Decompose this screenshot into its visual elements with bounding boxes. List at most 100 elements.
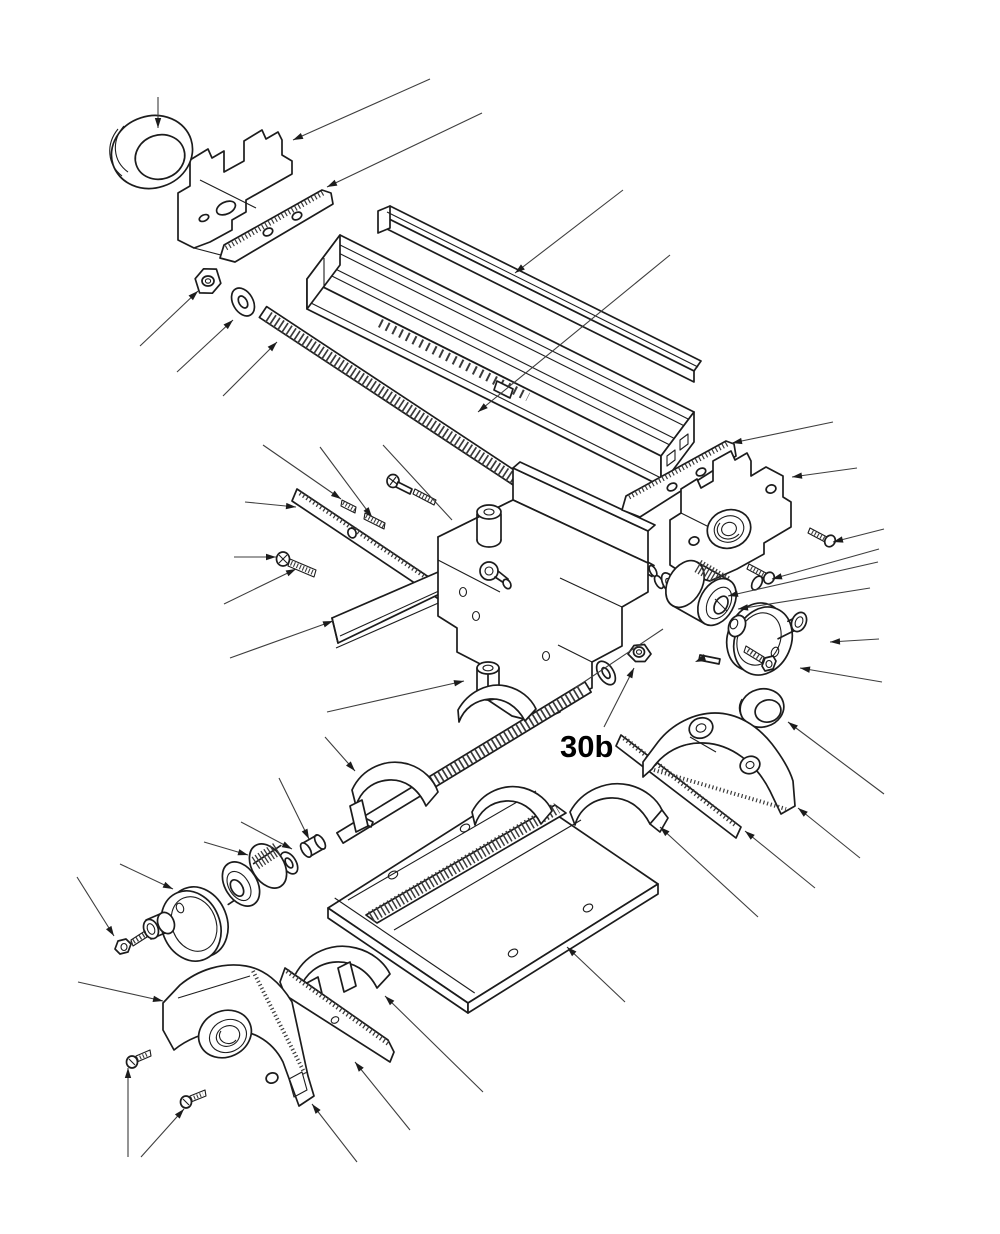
bracket-screws-left xyxy=(125,1049,207,1109)
leader-arrowhead xyxy=(738,604,749,611)
leader-line xyxy=(603,667,635,728)
leader-arrowhead xyxy=(223,320,233,330)
washer-30b xyxy=(595,660,617,686)
leader-line xyxy=(771,548,880,580)
leader-arrowhead xyxy=(285,502,296,510)
leader-arrowhead xyxy=(830,638,841,645)
end-bracket-left xyxy=(177,129,293,260)
leader-arrowhead xyxy=(237,849,248,856)
leader-line xyxy=(787,721,885,795)
wheel-cap-right xyxy=(738,687,785,729)
leader-arrowhead xyxy=(385,996,395,1006)
leader-line xyxy=(382,444,453,521)
leader-arrowhead xyxy=(355,1062,364,1072)
leader-arrowhead xyxy=(293,133,304,140)
leader-arrowhead xyxy=(800,666,811,673)
leader-line xyxy=(311,1103,358,1163)
support-bracket-right xyxy=(642,712,796,815)
leader-line xyxy=(659,826,759,918)
graduated-scale xyxy=(377,318,531,402)
end-bracket-right xyxy=(669,450,792,582)
gib-plate-right xyxy=(621,440,737,518)
leader-arrowhead xyxy=(798,808,808,817)
leader-arrowhead xyxy=(453,680,464,687)
leader-arrowhead xyxy=(478,403,488,412)
leader-line xyxy=(799,667,883,683)
leader-line xyxy=(354,1061,411,1131)
leader-line xyxy=(223,568,297,605)
base-slide-plate xyxy=(327,787,659,1014)
leader-line xyxy=(731,421,834,444)
washer-left xyxy=(230,287,256,317)
leader-arrowhead xyxy=(105,925,114,936)
leader-line xyxy=(140,1108,185,1158)
leader-line xyxy=(76,876,115,937)
leader-arrowhead xyxy=(792,472,803,479)
gib-plate-left xyxy=(219,189,334,263)
graduated-dial-left xyxy=(221,843,288,907)
nut-clamp xyxy=(349,761,439,833)
leader-arrowhead xyxy=(772,573,783,580)
leader-arrowhead xyxy=(154,118,162,128)
leader-line xyxy=(229,620,334,659)
slot-hole xyxy=(215,200,237,216)
ball-bearing xyxy=(197,1009,253,1059)
bracket-screws-right xyxy=(746,527,837,591)
leader-arrowhead xyxy=(728,590,739,597)
leader-line xyxy=(574,628,664,689)
t-slot-notch xyxy=(679,433,689,451)
leader-arrowhead xyxy=(266,553,276,561)
leader-lines xyxy=(76,78,885,1163)
nut-clamp xyxy=(471,785,553,826)
taper-pin xyxy=(695,654,721,665)
leader-arrowhead xyxy=(312,1104,321,1114)
leader-line xyxy=(319,446,373,518)
leader-arrowhead xyxy=(515,264,525,273)
handwheel-bolt-left xyxy=(114,930,148,955)
nut-clamp xyxy=(569,783,669,833)
leader-arrowhead xyxy=(363,507,372,517)
leader-line xyxy=(292,78,431,141)
leader-line xyxy=(514,189,624,274)
leader-line xyxy=(737,587,871,610)
leader-arrowhead xyxy=(567,947,577,957)
leader-line xyxy=(262,444,342,500)
saddle-arm xyxy=(331,565,453,649)
wheel-cap-left xyxy=(109,114,194,190)
key-slot xyxy=(288,1071,308,1098)
spacer-bushing-left xyxy=(299,834,327,858)
screw-head xyxy=(762,571,776,585)
handwheel-left xyxy=(114,886,229,962)
hex-nut-left xyxy=(194,267,222,295)
screw-head xyxy=(823,534,837,548)
saddle-set-screws xyxy=(275,473,437,578)
leader-arrowhead xyxy=(322,621,333,628)
leader-arrowhead xyxy=(745,831,755,840)
leadscrew-nut-30b xyxy=(627,643,652,663)
leader-line xyxy=(77,981,164,1002)
graduated-dial-right xyxy=(664,559,738,627)
square-bore xyxy=(229,878,245,898)
part-label-30b: 30b xyxy=(560,729,614,764)
leader-line xyxy=(278,777,310,840)
leader-arrowhead xyxy=(285,569,296,577)
leader-arrowhead xyxy=(345,761,355,771)
leader-arrowhead xyxy=(330,490,341,499)
nut-clamp xyxy=(457,684,537,723)
leadscrew-nut-boss xyxy=(476,504,502,548)
leader-line xyxy=(222,341,278,397)
leader-line xyxy=(477,254,671,413)
leader-arrowhead xyxy=(660,827,670,837)
leader-arrowhead xyxy=(626,668,634,679)
cross-table xyxy=(306,234,695,487)
saddle-block xyxy=(437,461,656,723)
leader-line xyxy=(384,995,484,1093)
oil-elbow xyxy=(479,561,512,590)
leader-arrowhead xyxy=(788,722,798,731)
handwheel-right xyxy=(725,602,808,676)
leader-arrowhead xyxy=(327,179,338,187)
leader-line xyxy=(727,561,879,597)
leader-arrowhead xyxy=(162,881,173,889)
leader-arrowhead xyxy=(833,536,844,543)
